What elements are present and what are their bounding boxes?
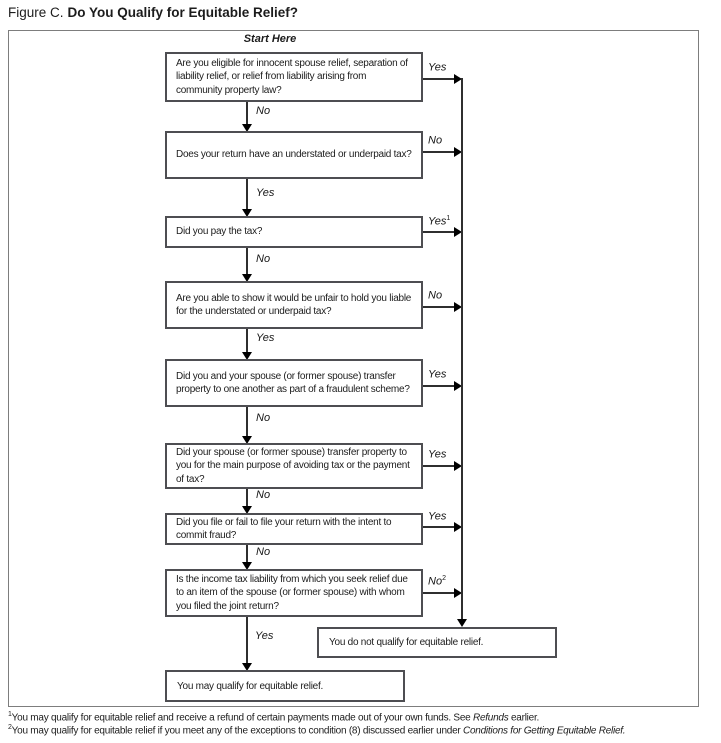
side-label-4: No	[428, 289, 442, 302]
down-arrowhead-1-icon	[242, 124, 252, 132]
footnote-2: 2You may qualify for equitable relief if…	[8, 724, 626, 737]
footnote-2-text: You may qualify for equitable relief if …	[11, 725, 464, 737]
side-label-3-sup: 1	[446, 215, 451, 222]
outcome-box-positive: You may qualify for equitable relief.	[165, 670, 405, 702]
side-arrowhead-6-icon	[454, 461, 462, 471]
figure-label: Figure C.	[8, 5, 64, 20]
side-label-5: Yes	[428, 368, 446, 381]
down-label-4: Yes	[256, 332, 275, 344]
footnote-1-after: earlier.	[508, 712, 540, 724]
decision-box-3: Did you pay the tax?	[165, 216, 423, 248]
footnote-1: 1You may qualify for equitable relief an…	[8, 711, 539, 723]
side-label-3: Yes1	[428, 215, 450, 228]
side-label-6: Yes	[428, 448, 446, 461]
side-label-5-text: Yes	[428, 368, 447, 381]
down-arrowhead-4-icon	[242, 352, 252, 360]
decision-box-7-text: Did you file or fail to file your return…	[176, 516, 392, 542]
down-line-5	[246, 407, 248, 436]
decision-box-5-text: Did you and your spouse (or former spous…	[176, 370, 410, 396]
down-arrowhead-2-icon	[242, 209, 252, 217]
down-arrowhead-5-icon	[242, 436, 252, 444]
decision-box-5: Did you and your spouse (or former spous…	[165, 359, 423, 407]
side-label-8-text: No	[428, 575, 443, 588]
down-label-5: No	[256, 412, 271, 424]
down-line-6	[246, 489, 248, 506]
decision-box-6-text: Did your spouse (or former spouse) trans…	[176, 446, 410, 485]
down-label-1: No	[256, 105, 271, 117]
side-arrowhead-5-icon	[454, 381, 462, 391]
side-arrowhead-7-icon	[454, 522, 462, 532]
side-label-8: No2	[428, 575, 446, 588]
side-label-1-text: Yes	[428, 61, 447, 74]
start-here-label: Start Here	[243, 33, 297, 45]
down-arrowhead-6-icon	[242, 506, 252, 514]
side-line-4	[423, 306, 455, 308]
side-arrowhead-2-icon	[454, 147, 462, 157]
side-arrowhead-3-icon	[454, 227, 462, 237]
side-label-8-sup: 2	[442, 575, 446, 582]
outcome-negative-text: You do not qualify for equitable relief.	[329, 637, 484, 648]
side-label-2: No	[428, 134, 442, 147]
footnote-1-sup: 1	[8, 711, 12, 718]
down-label-6: No	[256, 489, 271, 501]
decision-box-3-text: Did you pay the tax?	[176, 226, 263, 238]
side-line-5	[423, 385, 455, 387]
decision-box-1-text: Are you eligible for innocent spouse rel…	[176, 57, 408, 96]
down-label-8: Yes	[255, 630, 274, 642]
figure-heading: Do You Qualify for Equitable Relief?	[67, 5, 299, 20]
side-label-3-text: Yes	[428, 215, 447, 228]
decision-box-4-text: Are you able to show it would be unfair …	[176, 292, 412, 318]
side-line-8	[423, 592, 455, 594]
outcome-box-negative: You do not qualify for equitable relief.	[317, 627, 557, 658]
down-label-7: No	[256, 546, 271, 558]
decision-box-8: Is the income tax liability from which y…	[165, 569, 423, 617]
footnote-2-sup: 2	[8, 724, 12, 731]
side-arrowhead-1-icon	[454, 74, 462, 84]
side-label-4-text: No	[428, 289, 443, 302]
decision-box-8-text: Is the income tax liability from which y…	[176, 573, 408, 612]
footnote-1-text: You may qualify for equitable relief and…	[11, 712, 473, 724]
side-line-7	[423, 526, 455, 528]
down-line-3	[246, 248, 248, 274]
side-line-3	[423, 231, 455, 233]
down-line-4	[246, 329, 248, 352]
collector-arrowhead-icon	[457, 619, 467, 627]
side-line-1	[423, 78, 455, 80]
down-line-7	[246, 545, 248, 562]
decision-box-2: Does your return have an understated or …	[165, 131, 423, 179]
down-arrowhead-7-icon	[242, 562, 252, 570]
down-arrowhead-3-icon	[242, 274, 252, 282]
side-line-2	[423, 151, 455, 153]
side-label-7: Yes	[428, 510, 446, 523]
side-label-7-text: Yes	[428, 510, 447, 523]
down-label-2: Yes	[256, 187, 275, 199]
outcome-positive-text: You may qualify for equitable relief.	[177, 680, 324, 692]
side-label-2-text: No	[428, 134, 443, 147]
footnote-2-italic: Conditions for Getting Equitable Relief.	[463, 725, 626, 737]
decision-box-6: Did your spouse (or former spouse) trans…	[165, 443, 423, 489]
side-arrowhead-8-icon	[454, 588, 462, 598]
down-line-8	[246, 617, 248, 663]
figure-title: Figure C.Do You Qualify for Equitable Re…	[8, 5, 298, 20]
side-arrowhead-4-icon	[454, 302, 462, 312]
down-label-3: No	[256, 253, 271, 265]
footnote-1-italic: Refunds	[472, 712, 509, 724]
decision-box-2-text: Does your return have an understated or …	[176, 149, 412, 161]
side-line-6	[423, 465, 455, 467]
down-arrowhead-8-icon	[242, 663, 252, 671]
decision-box-7: Did you file or fail to file your return…	[165, 513, 423, 545]
down-line-1	[246, 102, 248, 124]
side-label-1: Yes	[428, 61, 446, 74]
decision-box-1: Are you eligible for innocent spouse rel…	[165, 52, 423, 102]
down-line-2	[246, 179, 248, 209]
collector-line	[461, 78, 463, 619]
decision-box-4: Are you able to show it would be unfair …	[165, 281, 423, 329]
side-label-6-text: Yes	[428, 448, 447, 461]
